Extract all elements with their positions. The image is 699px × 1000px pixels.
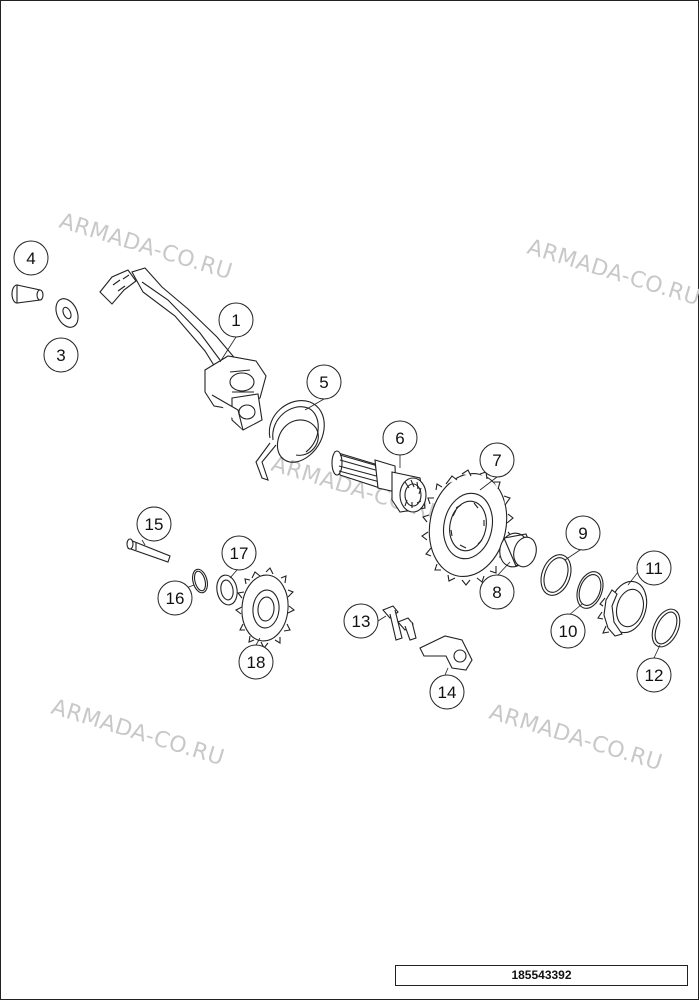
callout-label: 4	[26, 249, 35, 268]
callout-label: 5	[319, 373, 328, 392]
part-1-kickstart-lever	[99, 267, 267, 431]
callout-15: 15	[136, 506, 172, 542]
part-15-pin	[126, 538, 171, 563]
callout-9: 9	[565, 515, 601, 551]
part-4-bolt	[11, 284, 44, 304]
part-10-ring	[576, 571, 604, 609]
callout-label: 18	[247, 653, 266, 672]
callout-label: 10	[559, 622, 578, 641]
callout-label: 13	[352, 612, 371, 631]
callout-label: 11	[645, 559, 663, 578]
callout-7: 7	[479, 442, 515, 478]
callout-11: 11	[636, 550, 672, 586]
callout-8: 8	[479, 574, 515, 610]
callout-17: 17	[221, 535, 257, 571]
callout-label: 16	[166, 589, 185, 608]
callout-5: 5	[306, 364, 342, 400]
callout-label: 17	[230, 544, 249, 563]
callout-1: 1	[218, 302, 254, 338]
part-13-bolts	[382, 605, 417, 641]
callout-6: 6	[382, 420, 418, 456]
callout-label: 7	[492, 451, 501, 470]
callout-label: 8	[492, 583, 501, 602]
callout-label: 9	[578, 524, 587, 543]
callout-12: 12	[636, 657, 672, 693]
callout-label: 12	[645, 666, 664, 685]
part-11-ratchet	[597, 580, 648, 637]
part-14-guide	[419, 635, 473, 671]
callout-13: 13	[343, 603, 379, 639]
part-9-circlip	[540, 554, 572, 596]
callout-label: 14	[438, 683, 457, 702]
part-18-gear	[234, 567, 296, 650]
callout-3: 3	[43, 337, 79, 373]
watermark-2: ARMADA-CO.RU	[524, 235, 699, 311]
watermark-5: ARMADA-CO.RU	[486, 700, 665, 776]
callout-4: 4	[13, 240, 49, 276]
part-8-ring	[499, 532, 537, 568]
callout-label: 6	[395, 429, 404, 448]
callout-18: 18	[238, 644, 274, 680]
watermark-4: ARMADA-CO.RU	[48, 695, 227, 771]
part-3-washer	[55, 298, 79, 328]
callouts: 1 3 4 5 6 7 8 9 10 11 12 13 14 15 16 17 …	[13, 240, 672, 710]
part-6-kickstart-shaft	[331, 450, 427, 513]
callout-label: 3	[56, 346, 65, 365]
part-12-ring	[651, 608, 681, 648]
callout-16: 16	[157, 580, 193, 616]
callout-10: 10	[550, 613, 586, 649]
part-17-washer	[216, 574, 238, 606]
part-7-gear	[421, 469, 514, 586]
callout-label: 15	[145, 515, 164, 534]
callout-label: 1	[231, 311, 240, 330]
drawing-number-box: 185543392	[395, 965, 688, 986]
part-16-circlip	[192, 568, 208, 594]
callout-14: 14	[429, 674, 465, 710]
